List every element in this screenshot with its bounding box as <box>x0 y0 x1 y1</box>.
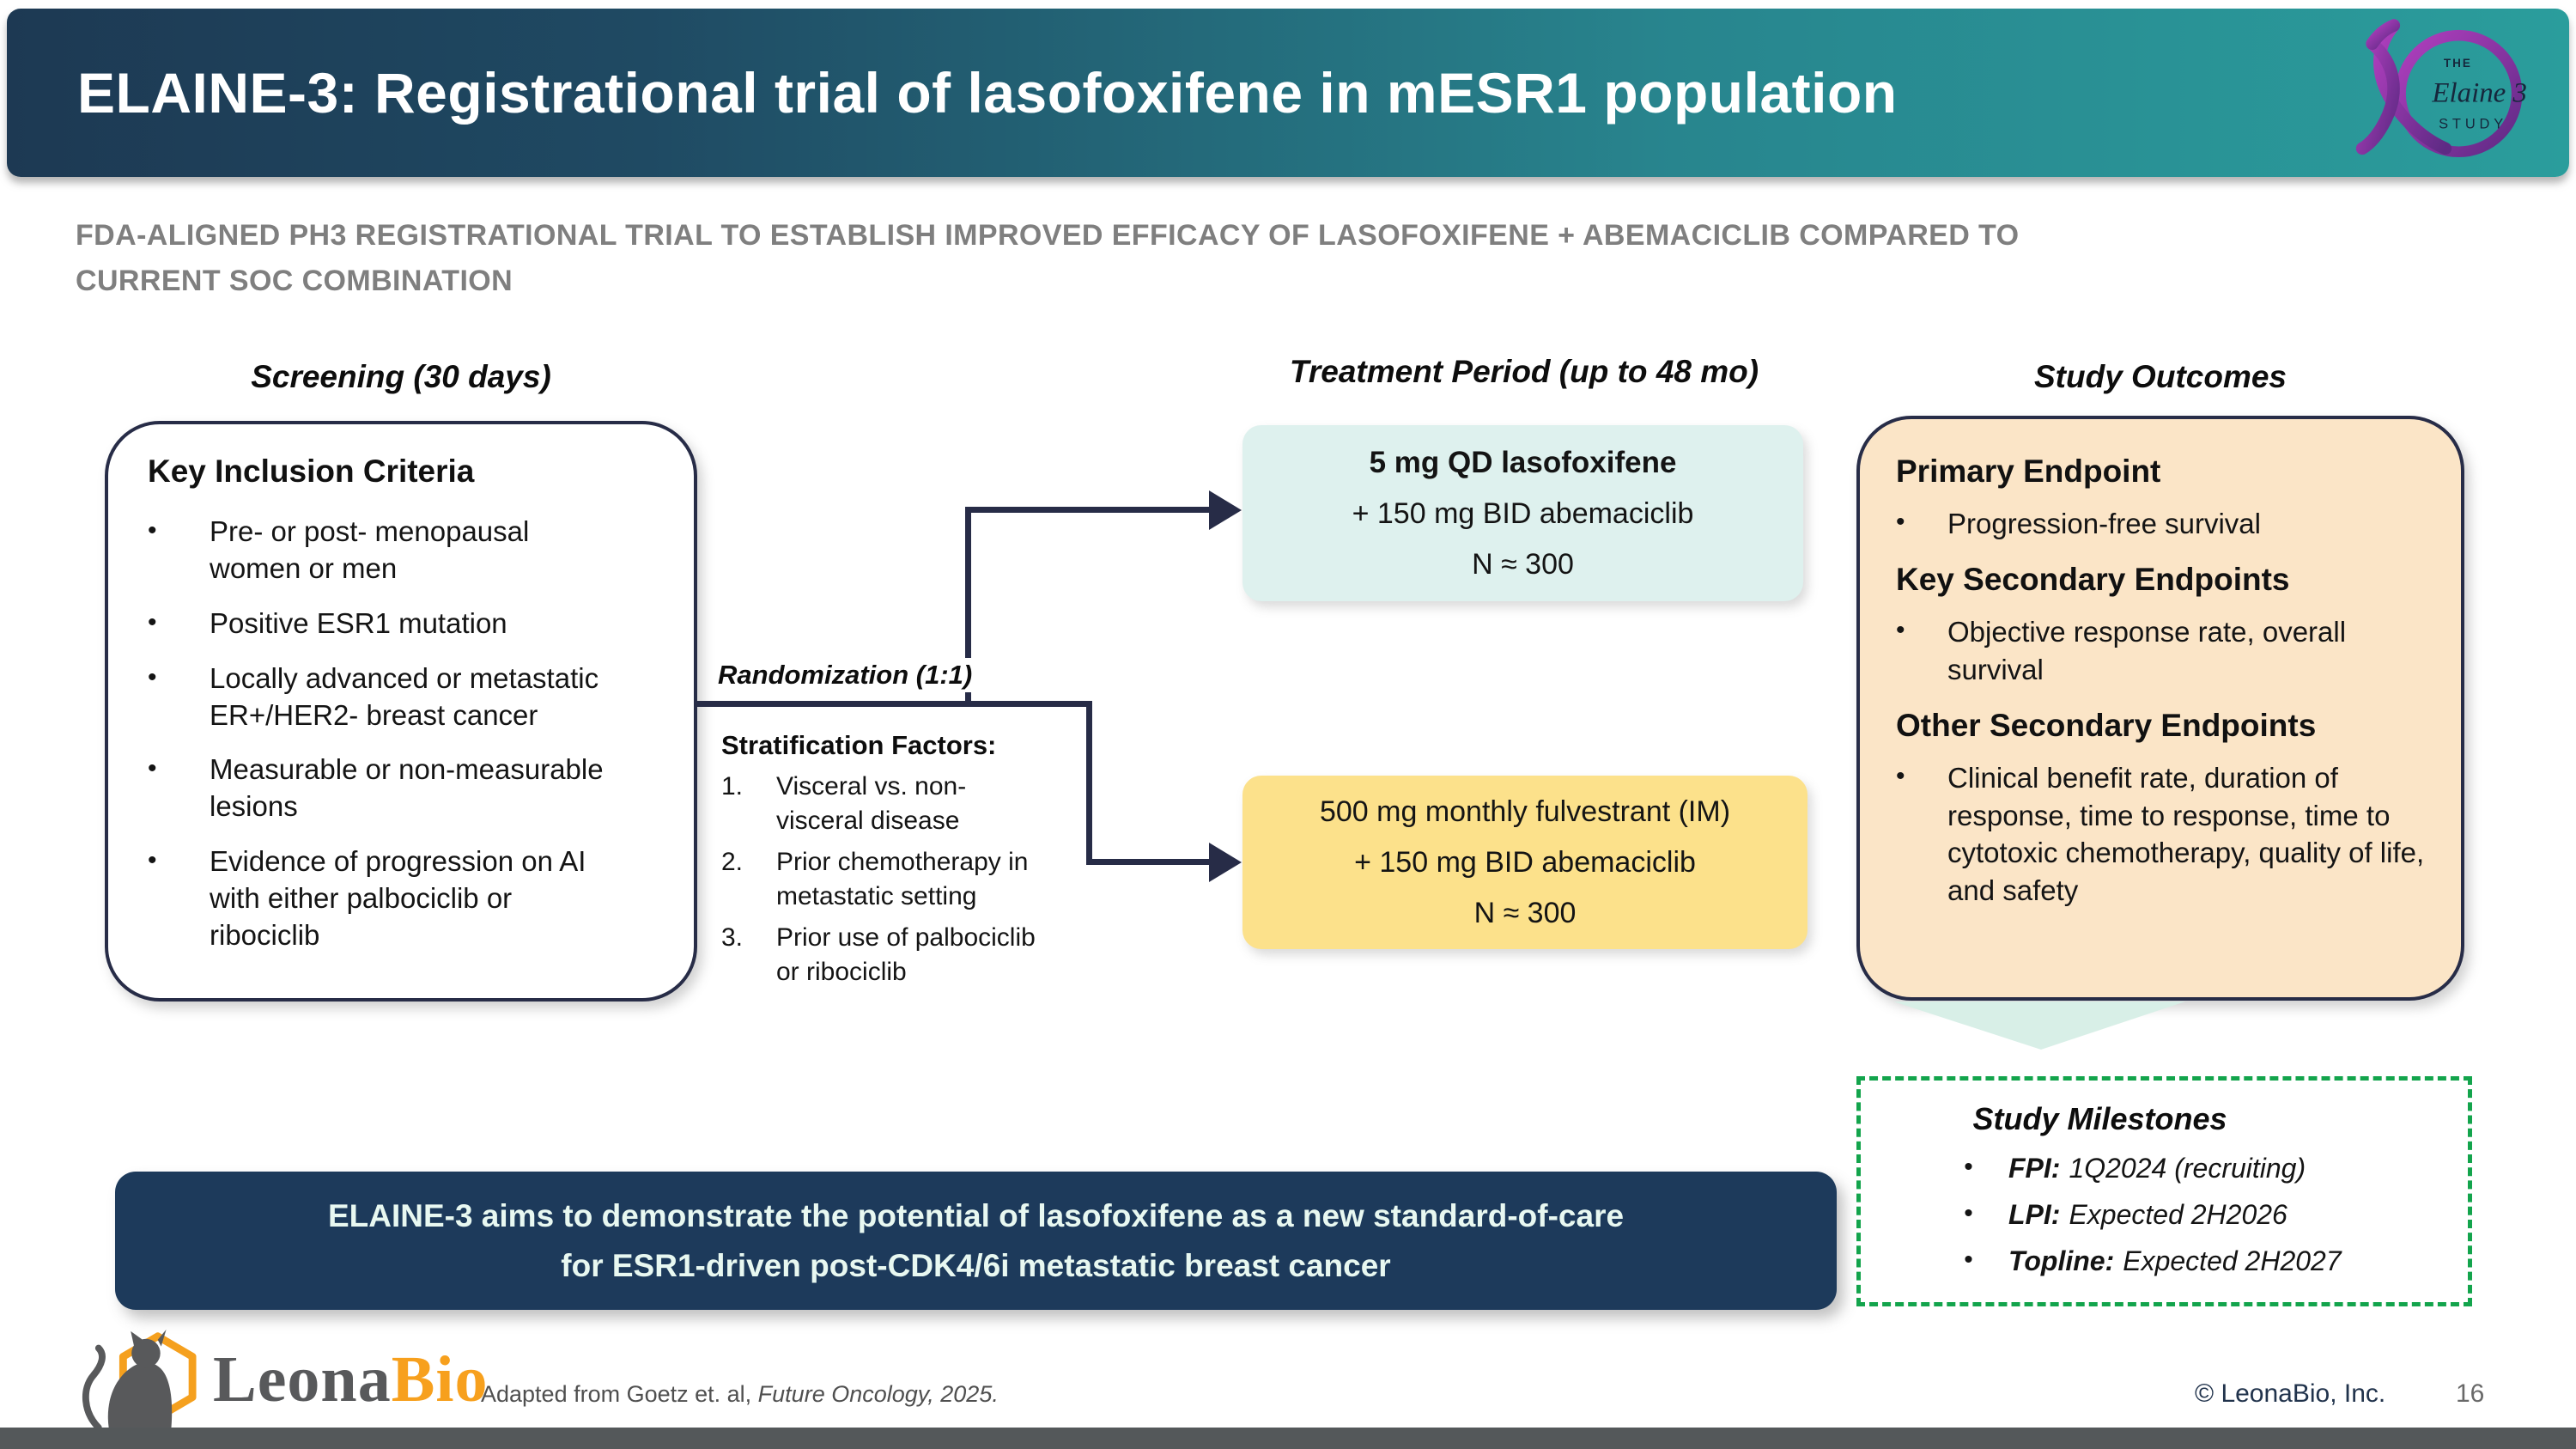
milestone-label: Topline: <box>2008 1245 2115 1276</box>
treatment-heading: Treatment Period (up to 48 mo) <box>1289 354 1759 389</box>
screening-heading: Screening (30 days) <box>251 359 551 394</box>
milestone-value: Expected 2H2027 <box>2123 1245 2342 1276</box>
logo-study-text: STUDY <box>2439 117 2507 132</box>
stratification-number: 1. <box>721 772 744 801</box>
outcome-bullet: • Objective response rate, overall survi… <box>1896 613 2430 689</box>
stratification-number: 3. <box>721 923 744 953</box>
connector-mid-horizontal <box>965 701 1092 707</box>
outcome-bullet-text: Objective response rate, overall surviva… <box>1947 615 2347 685</box>
subtitle: FDA-ALIGNED PH3 REGISTRATIONAL TRIAL TO … <box>76 213 2540 304</box>
study-milestones-box: Study Milestones • FPI: 1Q2024 (recruiti… <box>1856 1076 2472 1306</box>
stratification-text: Visceral vs. non-visceral disease <box>776 772 967 835</box>
inclusion-bullet-text: Locally advanced or metastatic ER+/HER2-… <box>210 661 599 731</box>
stratification-text: Prior use of palbociclib or ribociclib <box>776 923 1036 986</box>
subtitle-line1: FDA-ALIGNED PH3 REGISTRATIONAL TRIAL TO … <box>76 219 2020 252</box>
inclusion-title: Key Inclusion Criteria <box>148 454 475 489</box>
milestone-item: • Topline: Expected 2H2027 <box>1964 1244 2468 1278</box>
bullet-dot-icon: • <box>148 516 157 545</box>
mint-down-arrow-icon <box>1893 1002 2185 1050</box>
bullet-dot-icon: • <box>1964 1153 1973 1181</box>
inclusion-criteria-box: Key Inclusion Criteria • Pre- or post- m… <box>105 421 697 1002</box>
inclusion-bullet: • Positive ESR1 mutation <box>148 606 668 642</box>
banner-line2: for ESR1-driven post-CDK4/6i metastatic … <box>561 1247 1391 1283</box>
subtitle-line2: CURRENT SOC COMBINATION <box>76 265 513 298</box>
arm-box-fulvestrant: 500 mg monthly fulvestrant (IM) + 150 mg… <box>1242 776 1807 949</box>
outcome-section-title: Primary Endpoint <box>1896 454 2161 489</box>
banner-line1: ELAINE-3 aims to demonstrate the potenti… <box>327 1197 1625 1233</box>
outcome-section-title: Key Secondary Endpoints <box>1896 561 2290 597</box>
inclusion-bullet: • Measurable or non-measurable lesions <box>148 752 668 825</box>
stratification-title: Stratification Factors: <box>721 730 997 760</box>
inclusion-bullet-text: Positive ESR1 mutation <box>210 606 507 639</box>
inclusion-bullet: • Pre- or post- menopausal women or men <box>148 514 668 588</box>
inclusion-bullet: • Evidence of progression on AI with eit… <box>148 843 668 954</box>
bullet-dot-icon: • <box>148 754 157 783</box>
arm-combo-line: + 150 mg BID abemaciclib <box>1354 845 1696 879</box>
source-prefix: Adapted from Goetz et. al, <box>481 1381 758 1407</box>
arm-drug-line: 500 mg monthly fulvestrant (IM) <box>1319 795 1731 828</box>
inclusion-bullet-text: Pre- or post- menopausal women or men <box>210 515 530 584</box>
brand-leona: Leona <box>213 1342 392 1416</box>
stratification-block: Stratification Factors: 1. Visceral vs. … <box>721 730 1053 997</box>
outcomes-heading: Study Outcomes <box>2034 359 2287 394</box>
milestone-label: FPI: <box>2008 1153 2061 1184</box>
arm-n-line: N ≈ 300 <box>1473 896 1577 929</box>
milestone-item: • LPI: Expected 2H2026 <box>1964 1197 2468 1232</box>
arrowhead-icon <box>1209 843 1242 882</box>
connector-down-horizontal <box>1086 859 1212 865</box>
source-journal: Future Oncology, 2025. <box>757 1381 999 1407</box>
copyright: © LeonaBio, Inc. <box>2195 1379 2386 1408</box>
outcome-bullet-text: Clinical benefit rate, duration of respo… <box>1947 761 2425 907</box>
elaine3-study-ribbon-icon: THE Elaine 3 STUDY <box>2355 19 2527 158</box>
bullet-dot-icon: • <box>148 846 157 875</box>
inclusion-bullet: • Locally advanced or metastatic ER+/HER… <box>148 661 668 734</box>
arm-drug-line: 5 mg QD lasofoxifene <box>1369 445 1677 479</box>
study-outcomes-box: Primary Endpoint • Progression-free surv… <box>1856 416 2464 1001</box>
logo-the-text: THE <box>2444 57 2472 70</box>
arm-combo-line: + 150 mg BID abemaciclib <box>1352 496 1694 530</box>
stratification-item: 2. Prior chemotherapy in metastatic sett… <box>721 845 1053 913</box>
bullet-dot-icon: • <box>1896 615 1905 644</box>
brand-wordmark: LeonaBio <box>213 1342 489 1417</box>
connector-up-horizontal <box>965 507 1212 513</box>
outcome-section-title: Other Secondary Endpoints <box>1896 707 2317 743</box>
stratification-text: Prior chemotherapy in metastatic setting <box>776 848 1029 910</box>
logo-name-text: Elaine 3 <box>2431 78 2527 109</box>
stratification-item: 1. Visceral vs. non-visceral disease <box>721 770 1053 837</box>
bottom-bar <box>0 1428 2576 1449</box>
randomization-label: Randomization (1:1) <box>716 658 980 692</box>
conclusion-banner: ELAINE-3 aims to demonstrate the potenti… <box>115 1172 1837 1310</box>
brand-bio: Bio <box>391 1342 489 1416</box>
stratification-number: 2. <box>721 848 744 877</box>
header-bar: ELAINE-3: Registrational trial of lasofo… <box>7 9 2569 177</box>
arm-box-lasofoxifene: 5 mg QD lasofoxifene + 150 mg BID abemac… <box>1242 425 1803 601</box>
stratification-item: 3. Prior use of palbociclib or ribocicli… <box>721 921 1053 989</box>
leonabio-cat-hexagon-icon <box>82 1329 197 1432</box>
page-number: 16 <box>2456 1379 2485 1408</box>
connector-down-vertical <box>1086 701 1092 865</box>
arrowhead-icon <box>1209 490 1242 530</box>
milestone-item: • FPI: 1Q2024 (recruiting) <box>1964 1151 2468 1185</box>
connector-up-vertical <box>965 507 971 707</box>
milestones-title: Study Milestones <box>1972 1101 2227 1136</box>
inclusion-bullet-text: Evidence of progression on AI with eithe… <box>210 845 586 952</box>
bullet-dot-icon: • <box>148 662 157 691</box>
bullet-dot-icon: • <box>1964 1199 1973 1227</box>
slide-title: ELAINE-3: Registrational trial of lasofo… <box>77 61 1898 125</box>
milestone-label: LPI: <box>2008 1199 2061 1230</box>
inclusion-bullet-text: Measurable or non-measurable lesions <box>210 753 604 823</box>
arm-n-line: N ≈ 300 <box>1472 547 1574 581</box>
outcome-bullet: • Clinical benefit rate, duration of res… <box>1896 759 2430 910</box>
bullet-dot-icon: • <box>1896 508 1905 536</box>
bullet-dot-icon: • <box>1896 761 1905 790</box>
outcome-bullet-text: Progression-free survival <box>1947 508 2261 539</box>
source-note: Adapted from Goetz et. al, Future Oncolo… <box>481 1381 999 1408</box>
leonabio-logo: LeonaBio <box>79 1324 489 1434</box>
bullet-dot-icon: • <box>1964 1245 1973 1274</box>
milestone-value: 1Q2024 (recruiting) <box>2069 1153 2306 1184</box>
bullet-dot-icon: • <box>148 607 157 636</box>
outcome-bullet: • Progression-free survival <box>1896 505 2430 543</box>
connector-main-line <box>696 701 971 707</box>
milestone-value: Expected 2H2026 <box>2069 1199 2287 1230</box>
